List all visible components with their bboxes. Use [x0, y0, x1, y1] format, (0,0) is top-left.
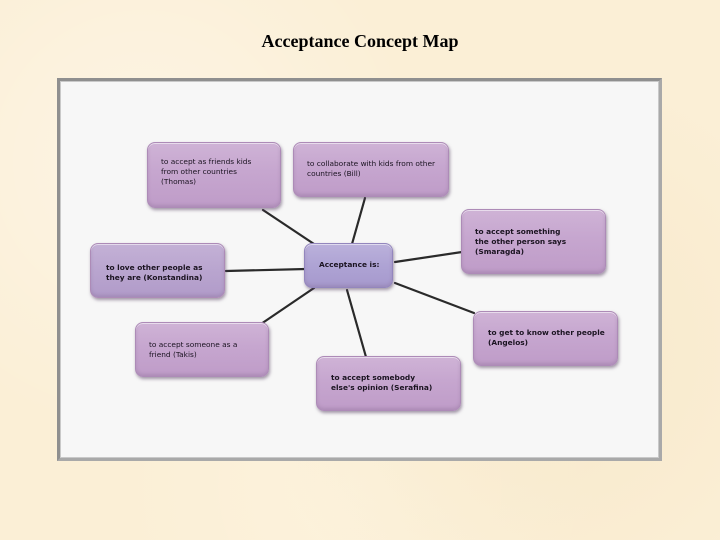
- node-angelos[interactable]: to get to know other people (Angelos): [473, 311, 618, 366]
- page-title: Acceptance Concept Map: [261, 31, 459, 51]
- connector-lines: [224, 196, 476, 359]
- node-label: to get to know other people (Angelos): [488, 328, 605, 347]
- node-takis[interactable]: to accept someone as a friend (Takis): [135, 322, 269, 377]
- link-konstandina: [224, 267, 308, 273]
- node-smaragda[interactable]: to accept something the other person say…: [461, 209, 606, 274]
- node-konstandina[interactable]: to love other people as they are (Konsta…: [90, 243, 225, 298]
- node-serafina[interactable]: to accept somebody else's opinion (Seraf…: [316, 356, 461, 411]
- node-center-acceptance[interactable]: Acceptance is:: [304, 243, 393, 288]
- node-label: to love other people as they are (Konsta…: [106, 263, 203, 282]
- node-label: to accept as friends kids from other cou…: [161, 157, 252, 186]
- node-label: to accept somebody else's opinion (Seraf…: [331, 373, 433, 392]
- node-label: to accept something the other person say…: [475, 227, 567, 256]
- link-thomas: [261, 208, 316, 246]
- node-thomas[interactable]: to accept as friends kids from other cou…: [147, 142, 281, 208]
- link-bill: [350, 196, 367, 246]
- link-serafina: [345, 288, 368, 359]
- link-smaragda: [393, 250, 464, 264]
- node-label: to accept someone as a friend (Takis): [149, 340, 238, 359]
- link-takis: [256, 286, 316, 328]
- node-bill[interactable]: to collaborate with kids from other coun…: [293, 142, 449, 197]
- link-angelos: [393, 281, 476, 315]
- node-label: to collaborate with kids from other coun…: [307, 159, 436, 178]
- center-label: Acceptance is:: [319, 260, 380, 269]
